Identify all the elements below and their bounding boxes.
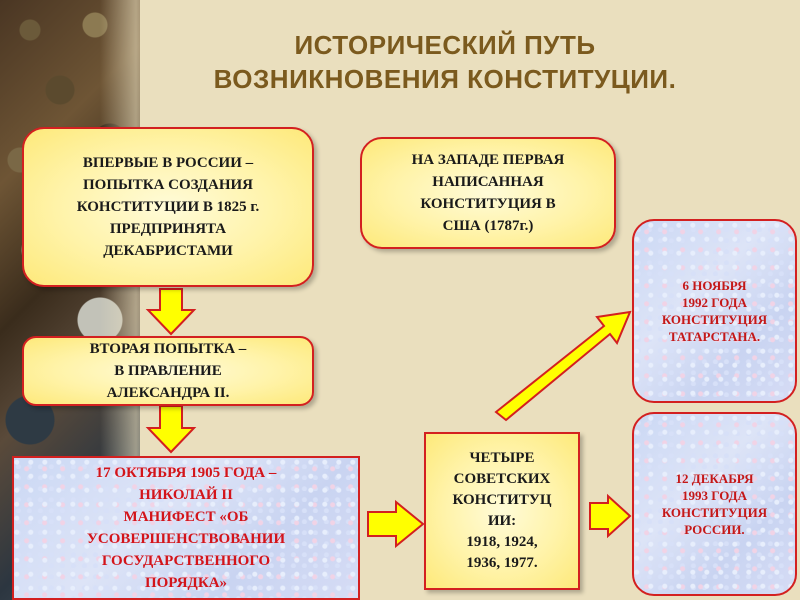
box-russia: 12 ДЕКАБРЯ 1993 ГОДА КОНСТИТУЦИЯ РОССИИ. xyxy=(632,412,797,596)
box-first-attempt-line: КОНСТИТУЦИИ В 1825 г. xyxy=(76,199,260,215)
box-russia-line: КОНСТИТУЦИЯ xyxy=(661,505,768,520)
box-soviet: ЧЕТЫРЕ СОВЕТСКИХ КОНСТИТУЦ ИИ: 1918, 192… xyxy=(424,432,580,590)
box-soviet-line: ИИ: xyxy=(487,513,517,529)
box-second-attempt-line: АЛЕКСАНДРА II. xyxy=(106,385,230,401)
box-manifesto-line: МАНИФЕСТ «ОБ xyxy=(123,509,249,525)
box-manifesto-line: ПОРЯДКА» xyxy=(144,575,228,591)
box-west-line: КОНСТИТУЦИЯ В xyxy=(420,196,556,212)
arrow-right-1 xyxy=(367,499,425,549)
box-russia-line: РОССИИ. xyxy=(684,522,745,537)
arrow-right-2 xyxy=(589,493,632,539)
box-tatarstan-line: 6 НОЯБРЯ xyxy=(682,278,747,293)
box-soviet-line: КОНСТИТУЦ xyxy=(452,492,552,508)
box-soviet-line: 1918, 1924, xyxy=(466,534,538,550)
box-first-attempt-line: ПОПЫТКА СОЗДАНИЯ xyxy=(82,177,254,193)
box-west: НА ЗАПАДЕ ПЕРВАЯ НАПИСАННАЯ КОНСТИТУЦИЯ … xyxy=(360,137,616,249)
box-tatarstan-line: КОНСТИТУЦИЯ xyxy=(661,312,768,327)
box-manifesto-line: НИКОЛАЙ II xyxy=(139,487,233,503)
box-soviet-line: СОВЕТСКИХ xyxy=(453,471,551,487)
box-manifesto-line: 17 ОКТЯБРЯ 1905 ГОДА – xyxy=(95,465,277,481)
box-second-attempt: ВТОРАЯ ПОПЫТКА – В ПРАВЛЕНИЕ АЛЕКСАНДРА … xyxy=(22,336,314,406)
box-russia-line: 1993 ГОДА xyxy=(682,488,747,503)
box-manifesto: 17 ОКТЯБРЯ 1905 ГОДА – НИКОЛАЙ II МАНИФЕ… xyxy=(12,456,360,600)
arrow-down-2 xyxy=(145,405,197,454)
box-first-attempt-line: ВПЕРВЫЕ В РОССИИ – xyxy=(82,155,254,171)
arrow-diagonal xyxy=(494,310,632,422)
box-first-attempt: ВПЕРВЫЕ В РОССИИ – ПОПЫТКА СОЗДАНИЯ КОНС… xyxy=(22,127,314,287)
arrow-down-1 xyxy=(145,288,197,336)
box-soviet-line: 1936, 1977. xyxy=(466,555,538,571)
title-line-1: ИСТОРИЧЕСКИЙ ПУТЬ xyxy=(294,30,596,60)
box-west-line: НАПИСАННАЯ xyxy=(432,174,544,190)
box-second-attempt-line: ВТОРАЯ ПОПЫТКА – xyxy=(89,341,247,357)
page-title: ИСТОРИЧЕСКИЙ ПУТЬ ВОЗНИКНОВЕНИЯ КОНСТИТУ… xyxy=(150,28,740,96)
box-manifesto-line: ГОСУДАРСТВЕННОГО xyxy=(101,553,271,569)
box-russia-line: 12 ДЕКАБРЯ xyxy=(675,471,754,486)
box-tatarstan-line: ТАТАРСТАНА. xyxy=(668,329,761,344)
box-second-attempt-line: В ПРАВЛЕНИЕ xyxy=(114,363,222,379)
box-first-attempt-line: ПРЕДПРИНЯТА xyxy=(109,221,227,237)
box-first-attempt-line: ДЕКАБРИСТАМИ xyxy=(103,243,233,259)
box-soviet-line: ЧЕТЫРЕ xyxy=(469,450,535,466)
box-tatarstan-line: 1992 ГОДА xyxy=(682,295,747,310)
title-line-2: ВОЗНИКНОВЕНИЯ КОНСТИТУЦИИ. xyxy=(213,64,677,94)
box-west-line: НА ЗАПАДЕ ПЕРВАЯ xyxy=(411,152,565,168)
box-tatarstan: 6 НОЯБРЯ 1992 ГОДА КОНСТИТУЦИЯ ТАТАРСТАН… xyxy=(632,219,797,403)
box-west-line: США (1787г.) xyxy=(442,218,534,234)
box-manifesto-line: УСОВЕРШЕНСТВОВАНИИ xyxy=(86,531,286,547)
